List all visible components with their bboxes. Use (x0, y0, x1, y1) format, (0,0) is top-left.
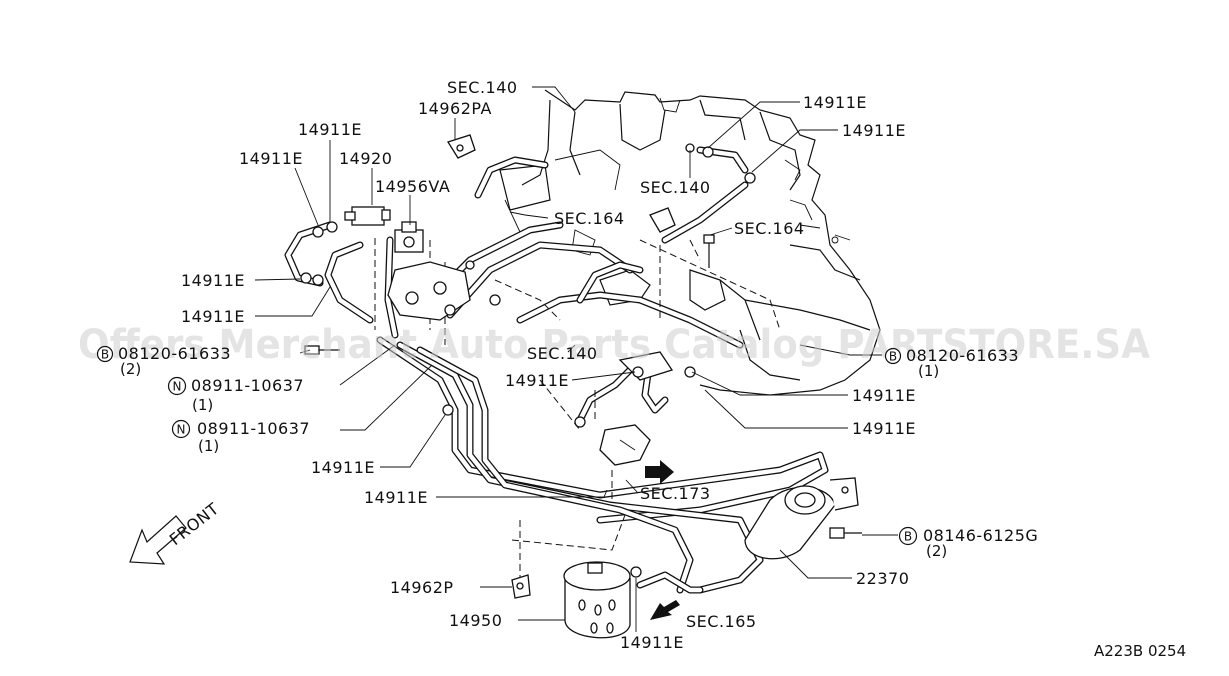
label-sec140-center: SEC.140 (527, 344, 598, 363)
label-14911e-d: 14911E (842, 121, 906, 140)
bolt-marker-bottom (898, 526, 918, 546)
bolt-marker-left-letter: B (101, 348, 109, 362)
label-14911e-left2: 14911E (181, 307, 245, 326)
nut-marker-2-letter: N (177, 423, 186, 437)
bolt-marker-left (96, 345, 114, 363)
arrow-sec173-icon (645, 460, 674, 484)
label-14911e-bottom: 14911E (620, 633, 684, 652)
label-bolt-left: 08120-61633 (118, 344, 231, 363)
valve-14956va (394, 221, 424, 253)
bolt-center-vertical (703, 234, 715, 268)
filter-22370 (744, 477, 862, 560)
label-14911e-b: 14911E (239, 149, 303, 168)
nut-marker-1-letter: N (173, 380, 182, 394)
hose-network (284, 146, 829, 594)
dashed-guides (374, 238, 781, 585)
label-14911e-center: 14911E (505, 371, 569, 390)
nut-marker-2 (171, 419, 191, 439)
label-sec173: SEC.173 (640, 484, 711, 503)
label-bolt-bottom: 08146-6125G (923, 526, 1038, 545)
leader-lines (254, 86, 898, 632)
label-14911e-lower: 14911E (364, 488, 428, 507)
label-sec164-mid: SEC.164 (554, 209, 625, 228)
label-bolt-right-qty: (1) (918, 362, 939, 380)
label-14962p: 14962P (390, 578, 454, 597)
label-bolt-bottom-qty: (2) (926, 542, 947, 560)
label-nut-2-qty: (1) (198, 437, 219, 455)
label-sec165: SEC.165 (686, 612, 757, 631)
label-nut-2: 08911-10637 (197, 419, 310, 438)
label-14920: 14920 (339, 149, 392, 168)
label-14956va: 14956VA (375, 177, 450, 196)
label-22370: 22370 (856, 569, 909, 588)
arrow-sec165-icon (650, 600, 680, 620)
label-nut-1-qty: (1) (192, 396, 213, 414)
label-sec140-right: SEC.140 (640, 178, 711, 197)
label-14950: 14950 (449, 611, 502, 630)
bolt-marker-right (884, 347, 902, 365)
label-sec140-top: SEC.140 (447, 78, 518, 97)
label-bolt-left-qty: (2) (120, 360, 141, 378)
bolt-marker-right-letter: B (889, 350, 897, 364)
watermark: Offers Merchant Auto Parts Catalog PARTS… (78, 322, 1150, 368)
label-14911e-lower-left: 14911E (311, 458, 375, 477)
label-14911e-a: 14911E (298, 120, 362, 139)
bracket-14962pa (447, 134, 476, 159)
bolt-left-fitting (304, 345, 340, 355)
bracket-sec173 (599, 424, 651, 466)
bolt-marker-bottom-letter: B (904, 530, 912, 544)
label-bolt-right: 08120-61633 (906, 346, 1019, 365)
label-14911e-right2: 14911E (852, 419, 916, 438)
canister-14950 (563, 561, 631, 639)
part-labels: SEC.140 14962PA 14911E 14911E 14920 1495… (96, 78, 1186, 660)
engine-outline (499, 89, 881, 396)
bracket-14962p (511, 574, 531, 599)
label-front: FRONT (166, 499, 223, 549)
front-arrow-icon (129, 515, 187, 565)
label-14911e-left1: 14911E (181, 271, 245, 290)
clamps (300, 143, 756, 578)
label-sec164-right: SEC.164 (734, 219, 805, 238)
label-14911e-c: 14911E (803, 93, 867, 112)
label-14911e-right1: 14911E (852, 386, 916, 405)
purge-valve-14920 (344, 206, 391, 226)
nut-marker-1 (167, 376, 187, 396)
label-nut-1: 08911-10637 (191, 376, 304, 395)
label-14962pa: 14962PA (418, 99, 492, 118)
throttle-body (387, 260, 501, 321)
diagram-code: A223B 0254 (1094, 642, 1186, 660)
